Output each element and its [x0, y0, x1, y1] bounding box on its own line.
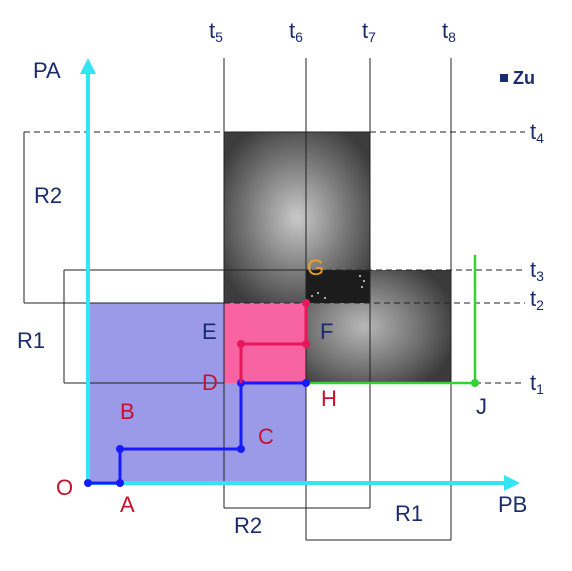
green-path	[306, 255, 479, 387]
point-label-g: G	[307, 255, 324, 280]
legend-label: Zu	[513, 68, 535, 88]
horizontal-time-lines	[23, 131, 525, 541]
point-label-j: J	[476, 394, 487, 419]
time-label-t6: t6	[289, 18, 303, 45]
speckle-dots	[311, 275, 365, 299]
time-label-t8: t8	[442, 18, 456, 45]
legend-square-icon	[500, 74, 508, 82]
time-label-t7: t7	[362, 18, 376, 45]
blue-path	[84, 379, 310, 487]
axes	[80, 58, 520, 491]
point-label-c: C	[258, 424, 274, 449]
resource-label-r1-left: R1	[17, 328, 45, 353]
origin-label: O	[56, 475, 73, 500]
time-label-t1: t1	[530, 370, 544, 397]
point-label-f: F	[320, 319, 333, 344]
point-label-b: B	[120, 399, 135, 424]
time-label-t5: t5	[209, 18, 223, 45]
time-label-t3: t3	[530, 257, 544, 284]
point-label-d: D	[202, 370, 218, 395]
point-label-e: E	[202, 319, 217, 344]
point-label-a: A	[120, 492, 135, 517]
axis-label-pb: PB	[498, 492, 527, 517]
time-label-t4: t4	[530, 119, 544, 146]
resource-label-r2-left: R2	[34, 183, 62, 208]
pink-path	[237, 299, 310, 383]
resource-label-r2-bottom: R2	[234, 513, 262, 538]
point-label-h: H	[321, 386, 337, 411]
axis-label-pa: PA	[33, 58, 61, 83]
time-label-t2: t2	[530, 286, 544, 313]
resource-label-r1-bottom: R1	[395, 501, 423, 526]
